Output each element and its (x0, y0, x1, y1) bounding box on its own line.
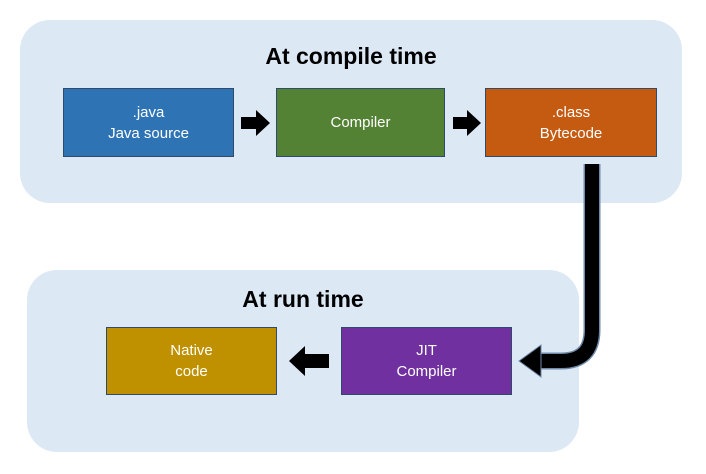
arrow-class-to-jit-head (518, 344, 542, 378)
bytecode-label: Bytecode (539, 124, 603, 142)
arrow-compiler-to-class (453, 110, 481, 136)
arrow-class-to-jit-outline (537, 164, 601, 370)
native-code-label: code (175, 363, 208, 380)
compiler-box: Compiler (276, 88, 445, 157)
compile-time-title: At compile time (265, 43, 437, 69)
jit-compiler-box: JIT Compiler (341, 327, 512, 395)
java-source-label: Java source (108, 124, 189, 142)
jit-label: JIT (416, 342, 437, 359)
java-source-extension: .java (132, 103, 165, 121)
arrow-jit-to-native (289, 346, 329, 376)
bytecode-box: .class Bytecode (485, 88, 657, 157)
compiler-label: Compiler (330, 114, 391, 131)
java-source-box: .java Java source (63, 88, 234, 157)
arrow-java-to-compiler (241, 110, 270, 136)
native-code-box: Native code (106, 327, 277, 395)
bytecode-extension: .class (551, 103, 591, 121)
arrow-class-to-jit (537, 164, 599, 368)
jit-compiler-label: Compiler (396, 363, 457, 380)
native-label: Native (170, 342, 213, 359)
run-time-title: At run time (242, 286, 364, 312)
